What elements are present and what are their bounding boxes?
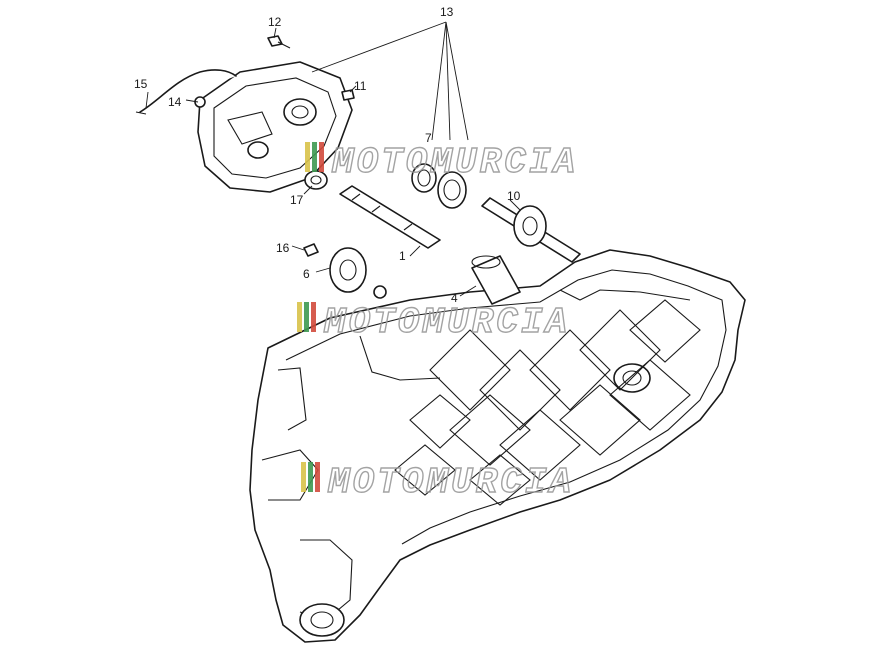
callout-12: 12 xyxy=(268,15,282,29)
callout-6: 6 xyxy=(303,267,310,281)
screw-part xyxy=(341,89,355,101)
watermark-flag-stripe xyxy=(304,302,309,332)
leader-lines xyxy=(145,21,521,297)
bearing-part xyxy=(411,163,467,209)
callout-13: 13 xyxy=(440,5,454,19)
callout-15: 15 xyxy=(134,77,148,91)
watermark-flag-stripe xyxy=(305,142,310,172)
watermark-flag-stripe xyxy=(311,302,316,332)
callout-14: 14 xyxy=(168,95,182,109)
watermark-2: MOTOMURCIA xyxy=(297,301,570,344)
watermark-text: MOTOMURCIA xyxy=(327,462,574,503)
small-gear-part xyxy=(304,170,328,190)
callout-labels: 13 12 11 15 14 7 17 10 16 6 1 4 xyxy=(134,5,521,305)
callout-11: 11 xyxy=(354,79,367,93)
watermark-flag-stripe xyxy=(308,462,313,492)
watermark-flag-stripe xyxy=(301,462,306,492)
watermark-3: MOTOMURCIA xyxy=(301,461,574,504)
bushing-part xyxy=(471,255,521,305)
bolt-part xyxy=(267,35,291,49)
callout-16: 16 xyxy=(276,241,290,255)
callout-1: 1 xyxy=(399,249,406,263)
callout-17: 17 xyxy=(290,193,304,207)
watermark-flag-stripe xyxy=(319,142,324,172)
watermark-text: MOTOMURCIA xyxy=(331,142,578,183)
watermark-1: MOTOMURCIA xyxy=(305,141,578,184)
secondary-shaft-part xyxy=(481,197,581,263)
watermark-text: MOTOMURCIA xyxy=(323,302,570,343)
callout-10: 10 xyxy=(507,189,521,203)
main-shaft-part xyxy=(339,185,441,249)
callout-4: 4 xyxy=(451,291,458,305)
casing-ribs xyxy=(394,299,701,506)
watermark-flag-stripe xyxy=(312,142,317,172)
cable-part xyxy=(139,69,237,113)
callout-7: 7 xyxy=(425,131,432,145)
grommet-part xyxy=(194,96,206,108)
watermark-flag-stripe xyxy=(315,462,320,492)
crankcase-housing xyxy=(249,249,746,643)
watermark-flag-stripe xyxy=(297,302,302,332)
gear-part xyxy=(303,243,387,299)
